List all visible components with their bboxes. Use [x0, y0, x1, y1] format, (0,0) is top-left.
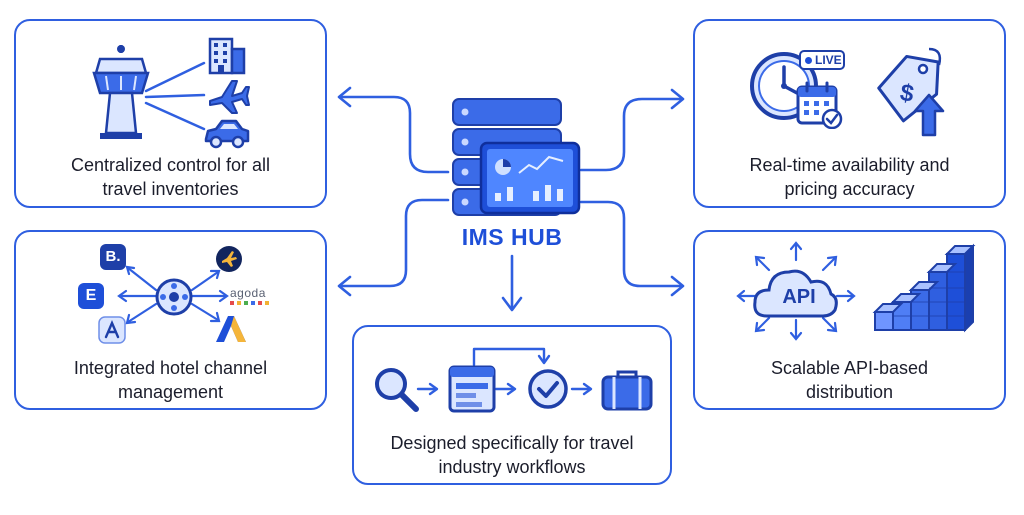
api-cloud-label: API: [782, 286, 816, 308]
svg-text:$: $: [898, 79, 916, 108]
price-tag-icon: $: [877, 47, 945, 137]
workflow-arrows: [416, 347, 593, 396]
api-caption-line2: distribution: [805, 382, 894, 402]
channel-network-icon: [117, 265, 229, 325]
live-badge: LIVE: [799, 50, 845, 70]
api-cloud-icon: [736, 241, 856, 341]
realtime-caption-line1: Real-time availability and: [749, 155, 950, 175]
calendar-icon: [796, 81, 843, 129]
channel-caption-line2: management: [117, 382, 224, 402]
signal-lines: [144, 61, 206, 131]
booking-form-icon: [448, 365, 496, 413]
workflows-card: Designed specifically for travel industr…: [352, 325, 672, 485]
live-badge-label: LIVE: [815, 53, 842, 67]
centralized-caption-line2: travel inventories: [102, 179, 239, 199]
live-dot-icon: [805, 57, 812, 64]
workflows-caption-line1: Designed specifically for travel: [390, 433, 634, 453]
centralized-caption-line1: Centralized control for all: [70, 155, 271, 175]
channel-caption-line1: Integrated hotel channel: [73, 358, 268, 378]
realtime-availability-card: LIVE $ Real-time availability and pricin…: [693, 19, 1006, 208]
agoda-logo-label: agoda: [230, 286, 266, 300]
airplane-icon: [209, 80, 250, 114]
control-tower-icon: [92, 45, 150, 139]
channel-management-card: B. E agoda Integrated hotel channel mana…: [14, 230, 327, 410]
booking-logo-label: B.: [105, 248, 121, 265]
api-distribution-card: API Scalable API-based distribution: [693, 230, 1006, 410]
workflows-caption-line2: industry workflows: [438, 457, 586, 477]
centralized-control-card: Centralized control for all travel inven…: [14, 19, 327, 208]
api-caption-line1: Scalable API-based: [770, 358, 929, 378]
suitcase-icon: [601, 370, 653, 411]
bar-growth-blocks-icon: [872, 243, 976, 333]
agoda-logo: agoda: [230, 286, 270, 305]
tripadvisor-style-logo-icon: [216, 246, 242, 272]
hotel-building-icon: [208, 37, 246, 75]
adobe-style-logo-icon: [216, 316, 246, 342]
expedia-logo-icon: E: [78, 283, 104, 309]
magnifier-icon: [375, 368, 419, 412]
agoda-dots-icon: [230, 301, 270, 305]
car-icon: [204, 119, 250, 149]
expedia-logo-label: E: [85, 287, 97, 304]
booking-logo-icon: B.: [100, 244, 126, 270]
check-circle-icon: [528, 369, 568, 409]
airbnb-style-logo-icon: [98, 316, 126, 344]
hub-label: IMS HUB: [461, 224, 563, 250]
realtime-caption-line2: pricing accuracy: [784, 179, 915, 199]
server-hub-icon: [452, 98, 581, 216]
